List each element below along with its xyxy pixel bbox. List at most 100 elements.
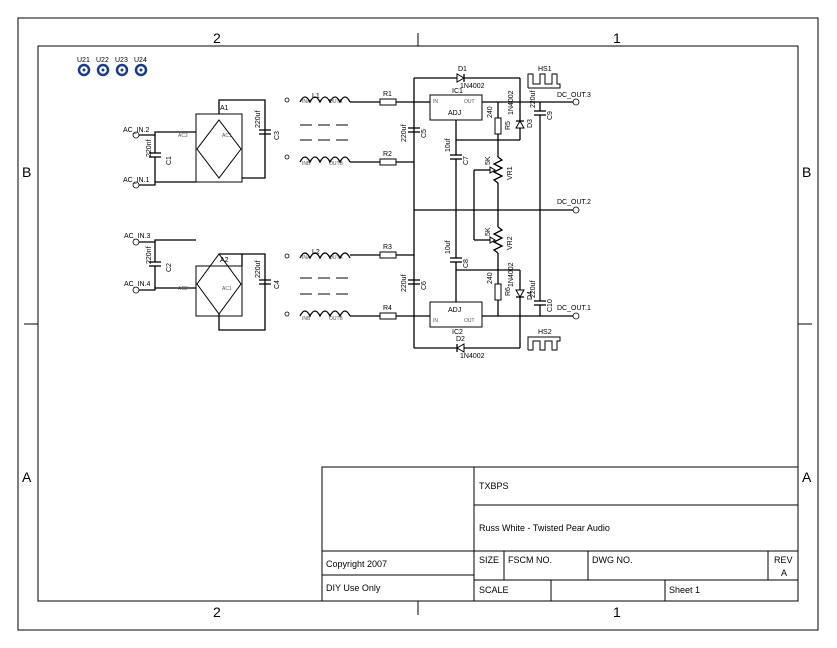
lower-input-section: AC_IN.3 AC_IN.4 220nf C2 A2 AC2 AC1 220u… [124, 233, 430, 331]
zone-row-a-left: A [22, 469, 32, 485]
drawing-author: Russ White - Twisted Pear Audio [479, 523, 610, 533]
zone-labels: 2 1 2 1 B B A A [22, 30, 812, 620]
r1-resistor-icon [379, 98, 397, 106]
l1-outa-label: OUTA [329, 99, 343, 105]
r6-value: 240 [487, 272, 494, 284]
r6-label: R6 [505, 287, 512, 296]
vr1-label: VR1 [507, 166, 514, 180]
bridge-a1-box [195, 113, 243, 183]
c10-value: 220uf [530, 280, 537, 298]
r4-resistor-icon [379, 312, 397, 320]
d2-label: D2 [456, 336, 465, 343]
dc-out-1-terminal-icon [572, 312, 580, 320]
r5-label: R5 [505, 121, 512, 130]
r2-label: R2 [383, 151, 392, 158]
c5-label: C5 [421, 129, 428, 138]
mounting-hole-label: U24 [134, 57, 147, 64]
ac-in-1-label: AC_IN.1 [123, 177, 150, 184]
mounting-hole-label: U23 [115, 57, 128, 64]
mounting-hole-label: U21 [77, 57, 90, 64]
heatsink-icon [527, 73, 561, 89]
fscm-label: FSCM NO. [508, 555, 552, 565]
d3-value: 1N4002 [508, 90, 515, 115]
bridge-a2-box [195, 265, 243, 317]
r3-resistor-icon [379, 251, 397, 259]
hs1-label: HS1 [538, 66, 552, 73]
r6-resistor-icon [494, 283, 502, 301]
dc-out-1-label: DC_OUT.1 [557, 305, 591, 312]
l2-outa-label: OUTA [329, 255, 343, 261]
diode-d1-icon [456, 73, 466, 83]
c10-label: C10 [547, 299, 554, 312]
ic2-adj-label: ADJ [448, 307, 461, 314]
zone-col-1-bottom: 1 [613, 604, 621, 620]
choke-winding-icon [299, 310, 351, 318]
dc-out-3-terminal-icon [572, 98, 580, 106]
d2-value: 1N4002 [460, 353, 485, 360]
ic1-label: IC1 [452, 88, 463, 95]
bridge-ac1-label: AC1 [222, 133, 232, 139]
zone-col-1-top: 1 [613, 30, 621, 46]
c8-label: C8 [463, 259, 470, 268]
regulator-ic1: D1 1N4002 IC1 IN OUT ADJ DC_OUT.3 10uf C… [414, 66, 591, 210]
dc-out-2-label: DC_OUT.2 [557, 199, 591, 206]
choke-winding-icon [299, 156, 351, 164]
rev-label: REV [774, 555, 793, 565]
l2-inb-label: INB [302, 316, 311, 322]
ic2-out-label: OUT [464, 318, 475, 324]
drawing-title: TXBPS [479, 481, 509, 491]
c8-value: 10uf [445, 240, 452, 254]
vr2-potentiometer-icon [492, 226, 504, 254]
vr2-label: VR2 [507, 236, 514, 250]
zone-row-b-left: B [22, 164, 31, 180]
d4-label: D4 [527, 291, 534, 300]
choke-winding-icon [299, 96, 351, 104]
drawing-frame [17, 17, 819, 631]
copyright-text: Copyright 2007 [326, 559, 387, 569]
c5-value: 220uf [401, 124, 408, 142]
ic2-in-label: IN [433, 318, 438, 324]
d4-value: 1N4002 [508, 262, 515, 287]
c9-label: C9 [547, 111, 554, 120]
bridge-rectifier-icon [196, 253, 242, 315]
l1-inb-label: INB [302, 161, 311, 167]
bridge-ac2-label: AC2 [178, 286, 188, 292]
vr1-value: 5K [485, 156, 492, 165]
c2-label: C2 [166, 263, 173, 272]
a1-label: A1 [220, 105, 229, 112]
c9-value: 220uf [530, 90, 537, 108]
zone-row-b-right: B [802, 164, 811, 180]
dc-out-3-label: DC_OUT.3 [557, 92, 591, 99]
c6-label: C6 [421, 281, 428, 290]
c4-label: C4 [274, 280, 281, 289]
regulator-ic2: IC2 IN OUT ADJ DC_OUT.1 10uf C8 5K VR2 2… [414, 210, 591, 360]
r5-resistor-icon [494, 117, 502, 135]
diode-d2-icon [455, 343, 465, 353]
r5-value: 240 [487, 106, 494, 118]
mounting-holes: U21 U22 U23 U24 [77, 57, 148, 77]
c4-value: 220uf [255, 260, 262, 278]
scale-label: SCALE [479, 585, 509, 595]
c7-value: 10uf [445, 138, 452, 152]
r4-label: R4 [383, 305, 392, 312]
l2-ina-label: INA [302, 255, 311, 261]
heatsink-icon [527, 336, 561, 351]
diode-d4-icon [515, 289, 525, 299]
r2-resistor-icon [379, 158, 397, 166]
r1-label: R1 [383, 91, 392, 98]
d3-label: D3 [527, 119, 534, 128]
upper-input-section: AC_IN.2 AC_IN.1 220nf C1 A1 AC2 AC1 220u… [123, 91, 414, 189]
diode-d3-icon [515, 119, 525, 129]
r3-label: R3 [383, 244, 392, 251]
mounting-hole-label: U22 [96, 57, 109, 64]
c1-label: C1 [166, 156, 173, 165]
c7-label: C7 [463, 156, 470, 165]
ac-in-4-label: AC_IN.4 [124, 281, 151, 288]
d1-label: D1 [458, 66, 467, 73]
bridge-rectifier-icon [196, 119, 242, 179]
ic1-out-label: OUT [464, 99, 475, 105]
sheet-label: Sheet 1 [669, 585, 700, 595]
usage-text: DIY Use Only [326, 583, 381, 593]
zone-col-2-bottom: 2 [213, 604, 221, 620]
zone-col-2-top: 2 [213, 30, 221, 46]
